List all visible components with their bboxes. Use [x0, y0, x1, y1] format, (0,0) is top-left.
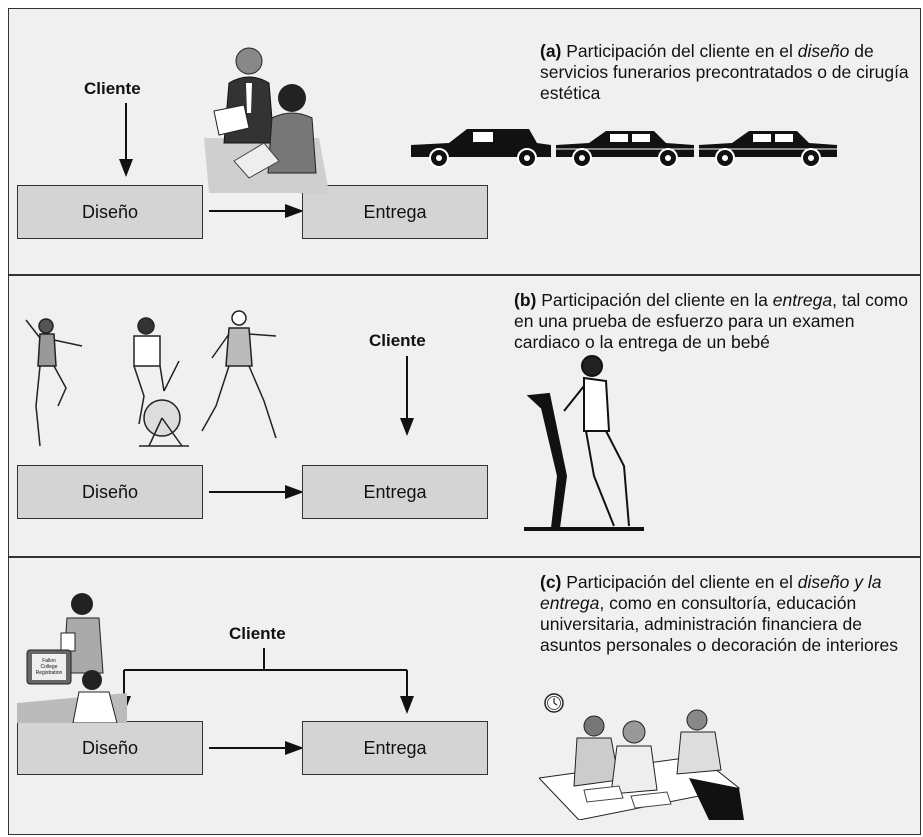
client-label: Cliente — [369, 331, 426, 350]
funeral-cars-illustration — [411, 129, 837, 168]
delivery-box: Entrega — [302, 721, 488, 775]
design-box: Diseño — [17, 185, 203, 239]
monitor-text-line: Fallon — [42, 658, 56, 664]
panel-b-arrows — [209, 356, 414, 499]
design-box: Diseño — [17, 465, 203, 519]
registration-desk-illustration: Fallon College Registration — [17, 588, 127, 723]
client-label: Cliente — [84, 79, 141, 98]
delivery-box: Entrega — [302, 465, 488, 519]
exercisers-illustration — [25, 310, 277, 447]
caption-a: (a) Participación del cliente en el dise… — [540, 41, 909, 103]
caption-b: (b) Participación del cliente en la entr… — [514, 290, 908, 352]
clock-icon — [544, 693, 564, 713]
treadmill-illustration — [524, 355, 644, 531]
panel-a: Cliente Diseño Entrega (a) Participación… — [8, 8, 921, 275]
panel-c: Cliente Diseño Entrega (c) Participación… — [8, 557, 921, 835]
monitor-text-line: College — [40, 664, 58, 670]
caption-c: (c) Participación del cliente en el dise… — [540, 572, 898, 655]
monitor-text-line: Registration — [35, 670, 63, 676]
panel-b: Cliente Diseño Entrega (b) Participación… — [8, 275, 921, 557]
design-box: Diseño — [17, 721, 203, 775]
delivery-box: Entrega — [302, 185, 488, 239]
office-meeting-illustration — [204, 47, 329, 193]
panel-a-arrows — [119, 103, 304, 218]
students-illustration — [539, 709, 744, 820]
client-label: Cliente — [229, 624, 286, 643]
